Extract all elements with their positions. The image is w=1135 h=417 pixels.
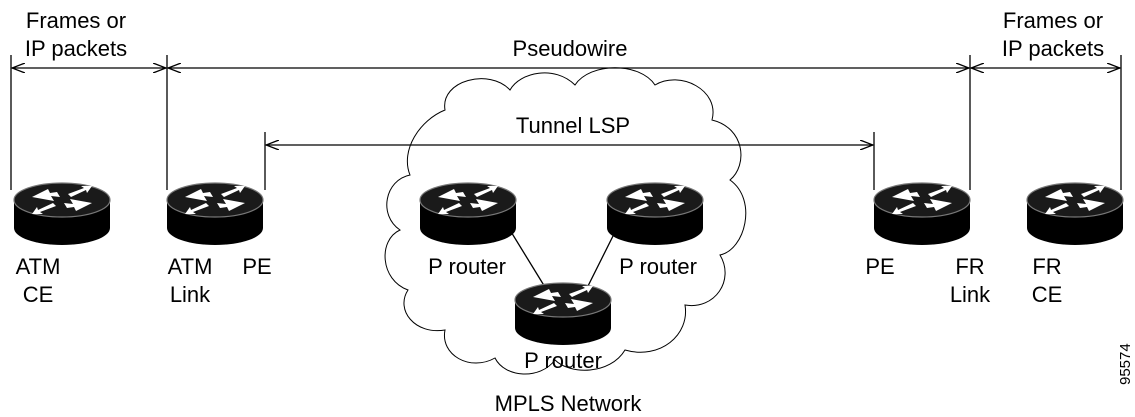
router-icon: [166, 182, 264, 246]
router-icon: [1026, 182, 1124, 246]
atm-link-label-1: ATM: [168, 254, 213, 279]
pseudowire-label: Pseudowire: [513, 36, 628, 61]
atm-ce-label-1: ATM: [16, 254, 61, 279]
frames-right-label-2: IP packets: [1002, 36, 1104, 61]
router-icon: [873, 182, 971, 246]
figure-id: 95574: [1117, 343, 1134, 385]
fr-ce-label-1: FR: [1032, 254, 1061, 279]
router-icon: [514, 282, 612, 346]
frames-left-label-2: IP packets: [25, 36, 127, 61]
frames-right-label-1: Frames or: [1003, 8, 1103, 33]
p-router-left-label: P router: [428, 254, 506, 279]
p-router-right-label: P router: [619, 254, 697, 279]
router-icon: [419, 182, 517, 246]
frames-left-label-1: Frames or: [26, 8, 126, 33]
pe-right-label: PE: [865, 254, 894, 279]
atm-ce-label-2: CE: [23, 282, 54, 307]
router-icon: [606, 182, 704, 246]
fr-link-label-1: FR: [955, 254, 984, 279]
fr-ce-label-2: CE: [1032, 282, 1063, 307]
router-icon: [13, 182, 111, 246]
mpls-network-label: MPLS Network: [495, 391, 643, 416]
pe-left-label: PE: [242, 254, 271, 279]
tunnel-lsp-label: Tunnel LSP: [516, 113, 630, 138]
fr-link-label-2: Link: [950, 282, 991, 307]
p-router-bottom-label: P router: [524, 348, 602, 373]
atm-link-label-2: Link: [170, 282, 211, 307]
